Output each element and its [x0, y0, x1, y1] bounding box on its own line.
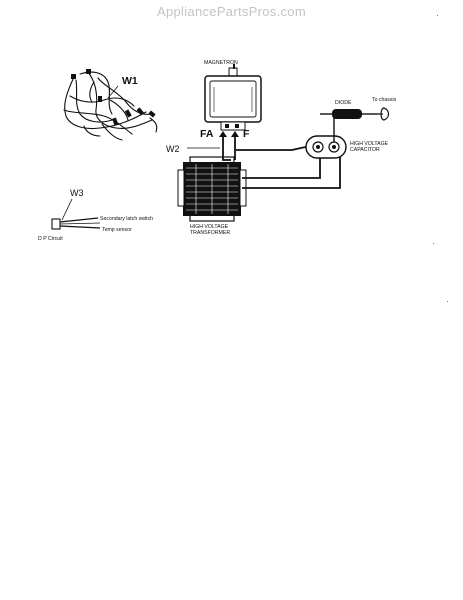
w1-wire-harness: [63, 71, 158, 141]
magnetron: [204, 64, 262, 131]
temp-sensor-label: Temp sensor: [102, 227, 132, 233]
secondary-latch-switch-label: Secondary latch switch: [100, 216, 153, 222]
watermark: AppliancePartsPros.com: [157, 4, 306, 19]
w3-leader-line: [61, 198, 73, 221]
w3-harness: [51, 217, 101, 230]
magnetron-terminal-arrows: [219, 131, 239, 137]
hv-capacitor-label-line2: CAPACITOR: [350, 147, 380, 153]
diode: [320, 109, 378, 119]
w1-connectors: [71, 69, 156, 126]
hv-transformer-label-line2: TRANSFORMER: [190, 230, 230, 236]
f-terminal-label: F: [243, 128, 250, 140]
hv-transformer-label-line1: HIGH VOLTAGE: [190, 224, 229, 230]
dp-circuit-label: D P Circuit: [38, 236, 63, 242]
w3-label: W3: [70, 188, 84, 198]
scan-speck: [433, 243, 434, 244]
w2-wires: [222, 137, 311, 161]
fa-terminal-label: FA: [200, 128, 214, 140]
diode-label: DIODE: [335, 100, 352, 106]
w1-leader-line: [107, 85, 119, 99]
w2-label: W2: [166, 144, 180, 154]
scan-speck: [437, 15, 438, 16]
chassis-ring-terminal: [378, 107, 390, 121]
hv-capacitor-label-line1: HIGH VOLTAGE: [350, 141, 389, 147]
to-chassis-label: To chassis: [372, 97, 397, 103]
w1-label: W1: [122, 75, 138, 87]
high-voltage-capacitor: [305, 135, 347, 159]
magnetron-label: MAGNETRON: [204, 60, 238, 66]
high-voltage-transformer: [177, 156, 247, 222]
transformer-capacitor-wires: [242, 156, 341, 189]
scan-speck: [447, 301, 448, 302]
